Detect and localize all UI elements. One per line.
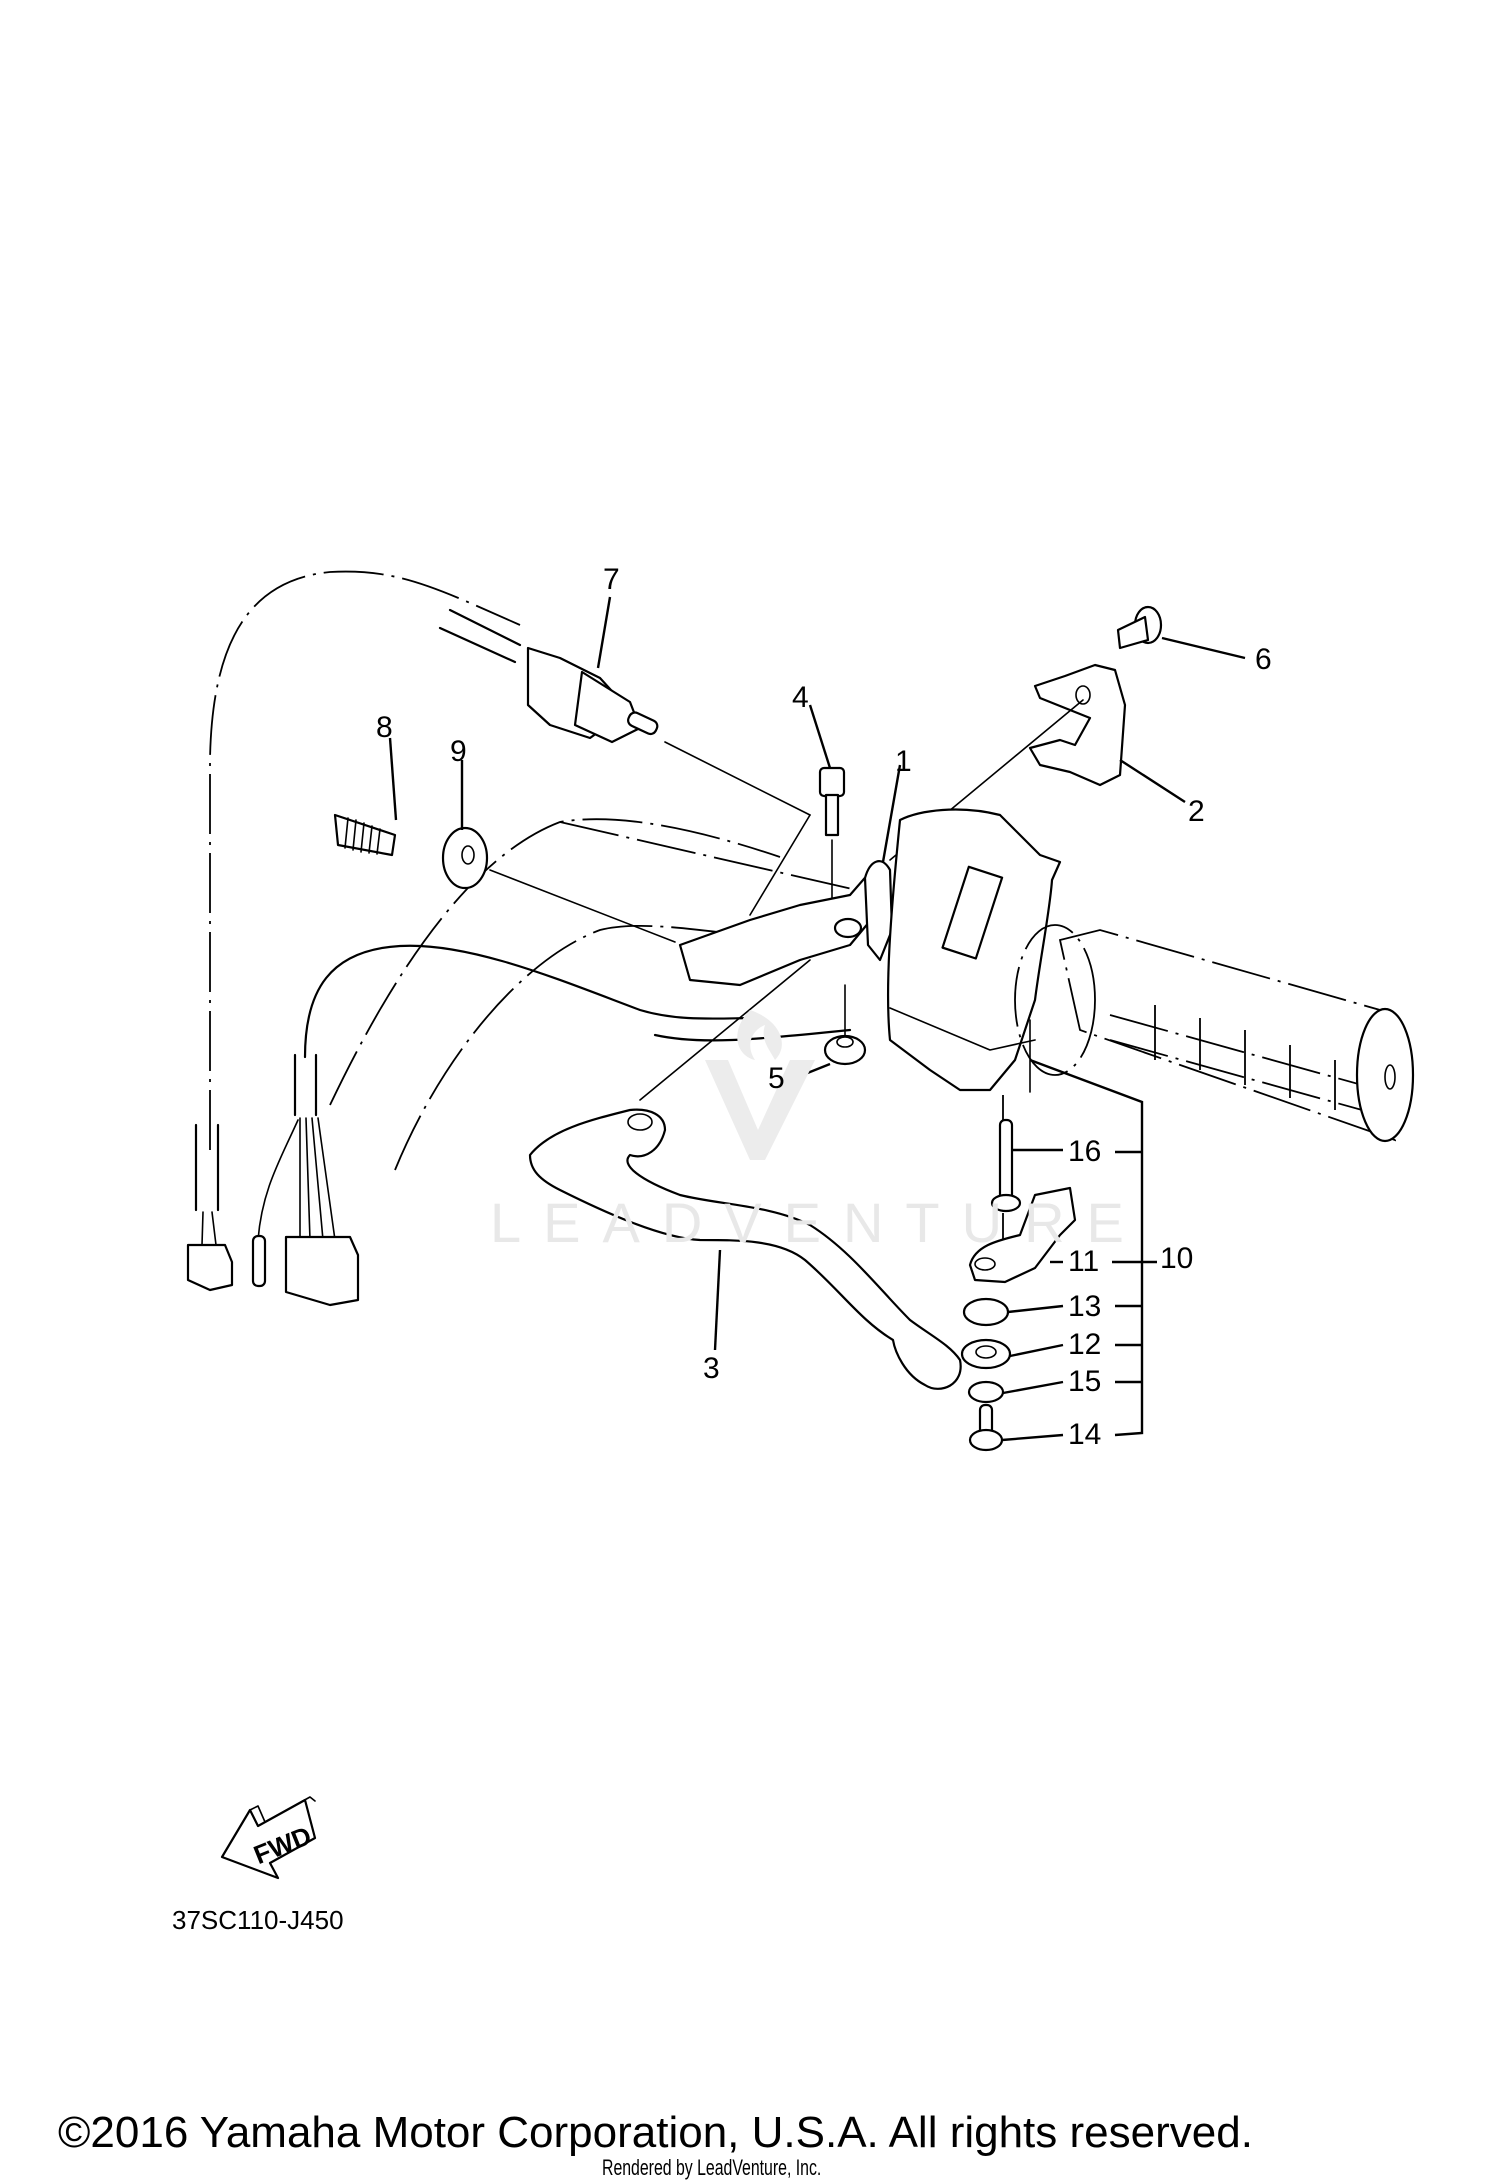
callout-2: 2 <box>1188 795 1205 828</box>
callout-7: 7 <box>603 563 620 596</box>
callout-16: 16 <box>1068 1135 1102 1168</box>
figure-code: 37SC110-J450 <box>172 1905 344 1935</box>
callout-10: 10 <box>1160 1242 1194 1275</box>
part-7-clutch-switch <box>526 596 811 916</box>
switch-housing <box>886 808 1062 1093</box>
callout-1: 1 <box>895 745 912 778</box>
part-4-pivot-bolt <box>808 704 846 916</box>
callout-13: 13 <box>1068 1290 1102 1323</box>
throttle-grip <box>1014 924 1415 1143</box>
callout-4: 4 <box>792 681 809 714</box>
fwd-arrow-icon <box>220 1796 317 1880</box>
copyright-notice: ©2016 Yamaha Motor Corporation, U.S.A. A… <box>58 2108 1253 2157</box>
callout-11: 11 <box>1068 1245 1100 1278</box>
part-1-lever-holder <box>639 764 902 1101</box>
leadventure-logo-watermark <box>705 1010 815 1160</box>
part-5-nut <box>789 984 867 1082</box>
callout-5: 5 <box>768 1062 785 1095</box>
part-3-lever <box>528 1108 962 1390</box>
part-8-adjuster <box>333 737 398 857</box>
callout-12: 12 <box>1068 1328 1102 1361</box>
leadventure-watermark-text: LEADVENTURE <box>490 1191 1146 1254</box>
callout-9: 9 <box>450 735 467 768</box>
callout-6: 6 <box>1255 643 1272 676</box>
handlebar-phantom <box>329 818 901 1171</box>
part-10-adjuster-assembly <box>960 1058 1157 1452</box>
callout-8: 8 <box>376 711 393 744</box>
part-6-bolt <box>1116 605 1246 660</box>
callout-15: 15 <box>1068 1365 1102 1398</box>
switch-harness <box>186 944 852 1307</box>
rendered-by-notice: Rendered by LeadVenture, Inc. <box>602 2155 822 2180</box>
part-9-locknut <box>441 760 676 943</box>
switch-cable <box>209 570 522 1150</box>
callout-3: 3 <box>703 1352 720 1385</box>
callout-14: 14 <box>1068 1418 1102 1451</box>
